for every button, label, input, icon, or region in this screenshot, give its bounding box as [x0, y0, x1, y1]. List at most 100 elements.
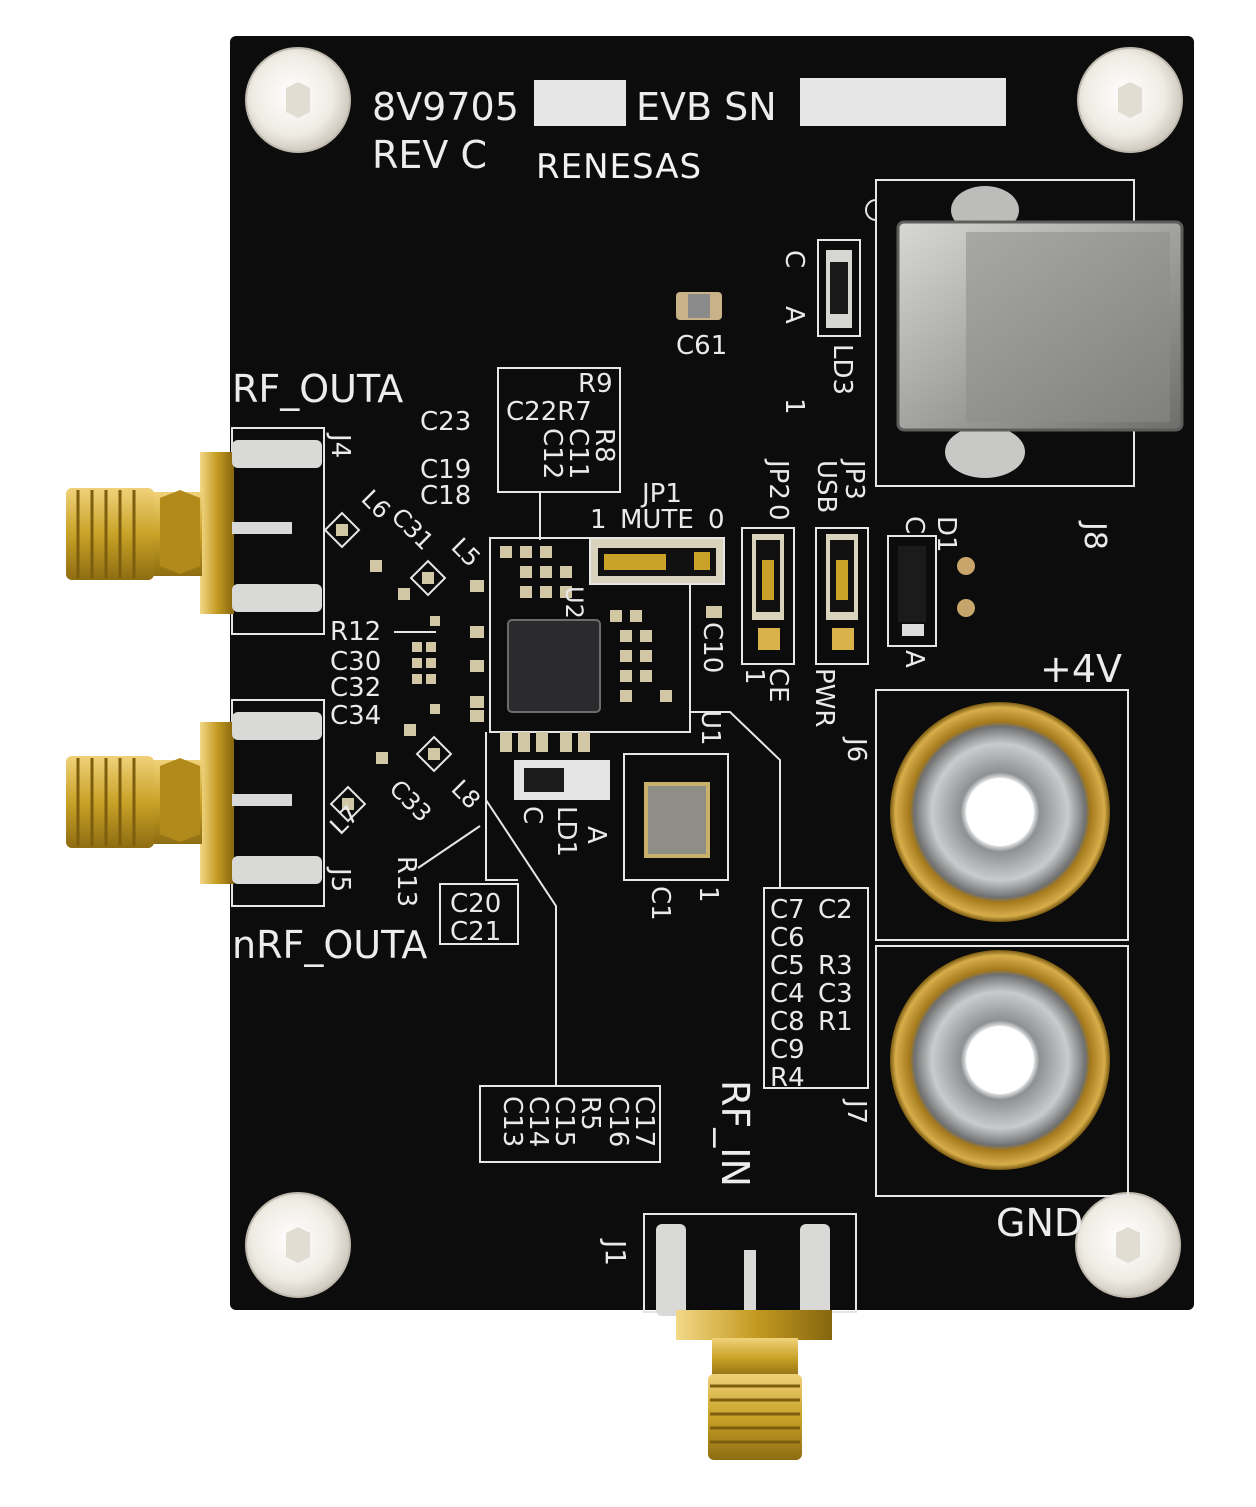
ld1-a-label: A: [581, 826, 611, 844]
nrf-outa-label: nRF_OUTA: [232, 923, 427, 967]
ld3-a-label: A: [779, 306, 809, 324]
c30-label: C30: [330, 647, 381, 677]
c22r7-label: C22R7: [506, 397, 592, 427]
resistor-group-outline: [497, 367, 621, 493]
brand-logo: RENESAS: [536, 147, 702, 187]
leader-c13: [485, 799, 557, 1086]
r1-label: R1: [818, 1007, 853, 1037]
c20-label: C20: [450, 889, 501, 919]
d1-c-label: C: [899, 516, 929, 534]
r4-label: R4: [770, 1063, 805, 1093]
c1-pin-label: 1: [693, 886, 723, 903]
c9-label: C9: [770, 1035, 805, 1065]
c11-label: C11: [563, 428, 593, 479]
r13-leader: [417, 825, 481, 869]
test-point-1: [957, 557, 975, 575]
j7-outline: [875, 945, 1129, 1197]
part-suffix-box: [534, 80, 626, 126]
r3-label: R3: [818, 951, 853, 981]
jp2-pin0-label: 0: [763, 504, 793, 521]
u1-label: U1: [695, 710, 725, 746]
usb-connector-face: [966, 232, 1170, 422]
u2-label: U2: [560, 586, 588, 619]
part-number-label: 8V9705: [372, 85, 519, 129]
j4-label: J4: [325, 432, 355, 458]
c10-label: C10: [697, 622, 727, 673]
c15-label: C15: [549, 1096, 579, 1147]
ld1-lens: [524, 768, 564, 792]
c5-label: C5: [770, 951, 805, 981]
jp1-pin0-label: 0: [708, 505, 725, 535]
jp3-jumper[interactable]: [815, 527, 869, 665]
j4-sma-connector: [66, 440, 322, 614]
c1-crystal: [644, 782, 710, 858]
leader-u1: [690, 711, 781, 888]
evb-sn-label: EVB SN: [636, 85, 777, 129]
j8-notch: [865, 199, 877, 221]
c61-label: C61: [676, 331, 727, 361]
c2-label: C2: [818, 895, 853, 925]
j5-sma-connector: [66, 712, 322, 884]
c34-label: C34: [330, 701, 381, 731]
c21-label: C21: [450, 917, 501, 947]
rf-matching-top: [323, 511, 447, 626]
rf-matching-bottom: [329, 704, 453, 823]
ld1-label: LD1: [551, 806, 581, 857]
d1-diode: [898, 546, 926, 622]
c12-label: C12: [537, 428, 567, 479]
pwr-label: PWR: [809, 668, 839, 727]
c1-outline: [623, 753, 729, 881]
c23-label: C23: [420, 407, 471, 437]
j7-label: J7: [841, 1098, 871, 1124]
u2-passives: [470, 546, 722, 752]
r13-label: R13: [391, 856, 421, 907]
jp2-jumper[interactable]: [741, 527, 795, 665]
c4-label: C4: [770, 979, 805, 1009]
usb-mount-tab-bottom: [945, 426, 1025, 478]
bottom-refdes-outline: [479, 1085, 661, 1163]
rf-matching-middle: [412, 642, 436, 684]
r9-label: R9: [578, 369, 613, 399]
rf-outa-label: RF_OUTA: [232, 367, 403, 411]
ld3-c-label: C: [779, 250, 809, 268]
r5-label: R5: [575, 1096, 605, 1131]
j7-post-hole: [966, 1026, 1034, 1094]
serial-number-box: [800, 78, 1006, 126]
ld3-lens: [830, 262, 848, 314]
j6-label: J6: [841, 736, 871, 762]
c17-label: C17: [629, 1096, 659, 1147]
d1-outline: [887, 535, 937, 647]
u2-chip: [507, 619, 601, 713]
r8-label: R8: [589, 428, 619, 463]
jp1-pin1-label: 1: [590, 505, 607, 535]
standoff-top-left: [245, 47, 351, 153]
jp2-label: JP2: [763, 458, 793, 500]
c1-label: C1: [645, 886, 675, 921]
rf-in-label: RF_IN: [713, 1080, 757, 1187]
d1-cathode-pad: [902, 624, 924, 636]
standoff-bottom-right: [1075, 1192, 1181, 1298]
j1-label: J1: [599, 1238, 632, 1266]
right-refdes-outline: [763, 887, 869, 1089]
ld3-label: LD3: [827, 344, 857, 395]
c3-label: C3: [818, 979, 853, 1009]
revision-label: REV C: [372, 133, 487, 177]
c6-label: C6: [770, 923, 805, 953]
c14-label: C14: [523, 1096, 553, 1147]
j6-post-hole: [966, 778, 1034, 846]
ld3-pin-label: 1: [779, 398, 809, 415]
j5-label: J5: [325, 866, 355, 892]
r12-label: R12: [330, 617, 381, 647]
jp2-pin1-label: 1: [739, 668, 769, 685]
c13-label: C13: [497, 1096, 527, 1147]
jp3-label: JP3: [839, 458, 869, 500]
test-point-2: [957, 599, 975, 617]
c20-c21-outline: [439, 883, 519, 945]
jp1-jumper[interactable]: [589, 537, 725, 585]
plus4v-label: +4V: [1040, 647, 1122, 691]
ld1-c-label: C: [517, 806, 547, 824]
jp1-mute-label: MUTE: [620, 505, 694, 535]
usb-label: USB: [811, 460, 841, 513]
j1-sma-connector: [656, 1224, 832, 1460]
